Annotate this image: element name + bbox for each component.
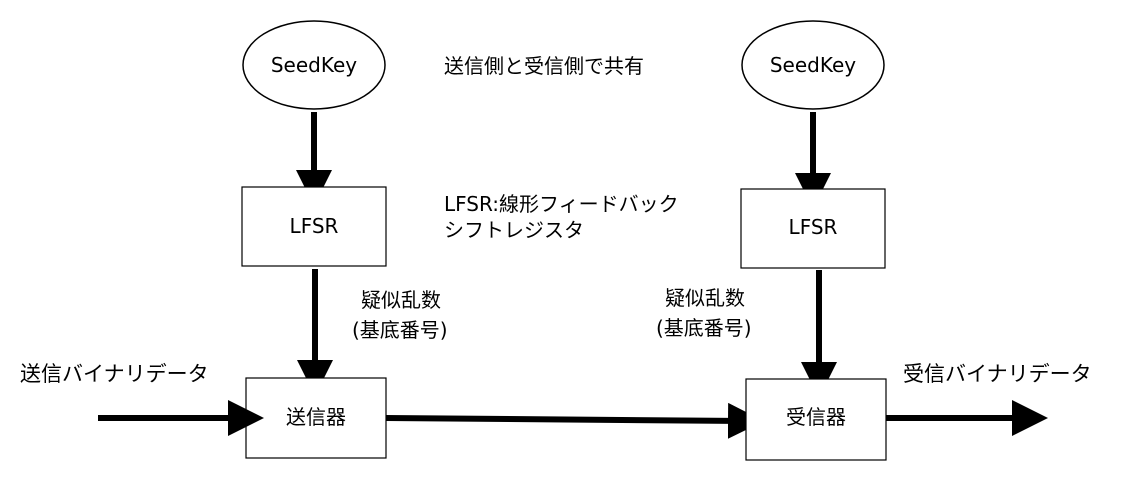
channel-arrow — [385, 402, 764, 439]
sender-device-box — [245, 377, 387, 459]
sender-random-label-line1: 疑似乱数 — [361, 288, 441, 312]
sender-lfsr-box — [241, 186, 387, 267]
sender-device-label: 送信器 — [286, 405, 346, 429]
sender-seed-label: SeedKey — [271, 53, 357, 77]
input-data-label: 送信バイナリデータ — [20, 362, 209, 386]
lfsr-note-line1: LFSR:線形フィードバック — [444, 192, 679, 216]
receiver-random-label-line2: (基底番号) — [656, 316, 752, 340]
shared-note: 送信側と受信側で共有 — [444, 54, 644, 78]
receiver-seed-ellipse — [741, 20, 885, 110]
receiver-random-label-line1: 疑似乱数 — [665, 286, 745, 310]
receiver-lfsr-label: LFSR — [789, 215, 838, 239]
receiver-lfsr-box — [740, 188, 886, 269]
sender-random-label-line2: (基底番号) — [352, 318, 448, 342]
sender-seed-ellipse — [242, 20, 386, 110]
receiver-device-box — [745, 378, 887, 461]
receiver-device-label: 受信器 — [786, 405, 846, 429]
output-data-label: 受信バイナリデータ — [903, 362, 1092, 386]
lfsr-note-line2: シフトレジスタ — [444, 218, 584, 242]
receiver-seed-label: SeedKey — [770, 53, 856, 77]
sender-lfsr-label: LFSR — [290, 214, 339, 238]
